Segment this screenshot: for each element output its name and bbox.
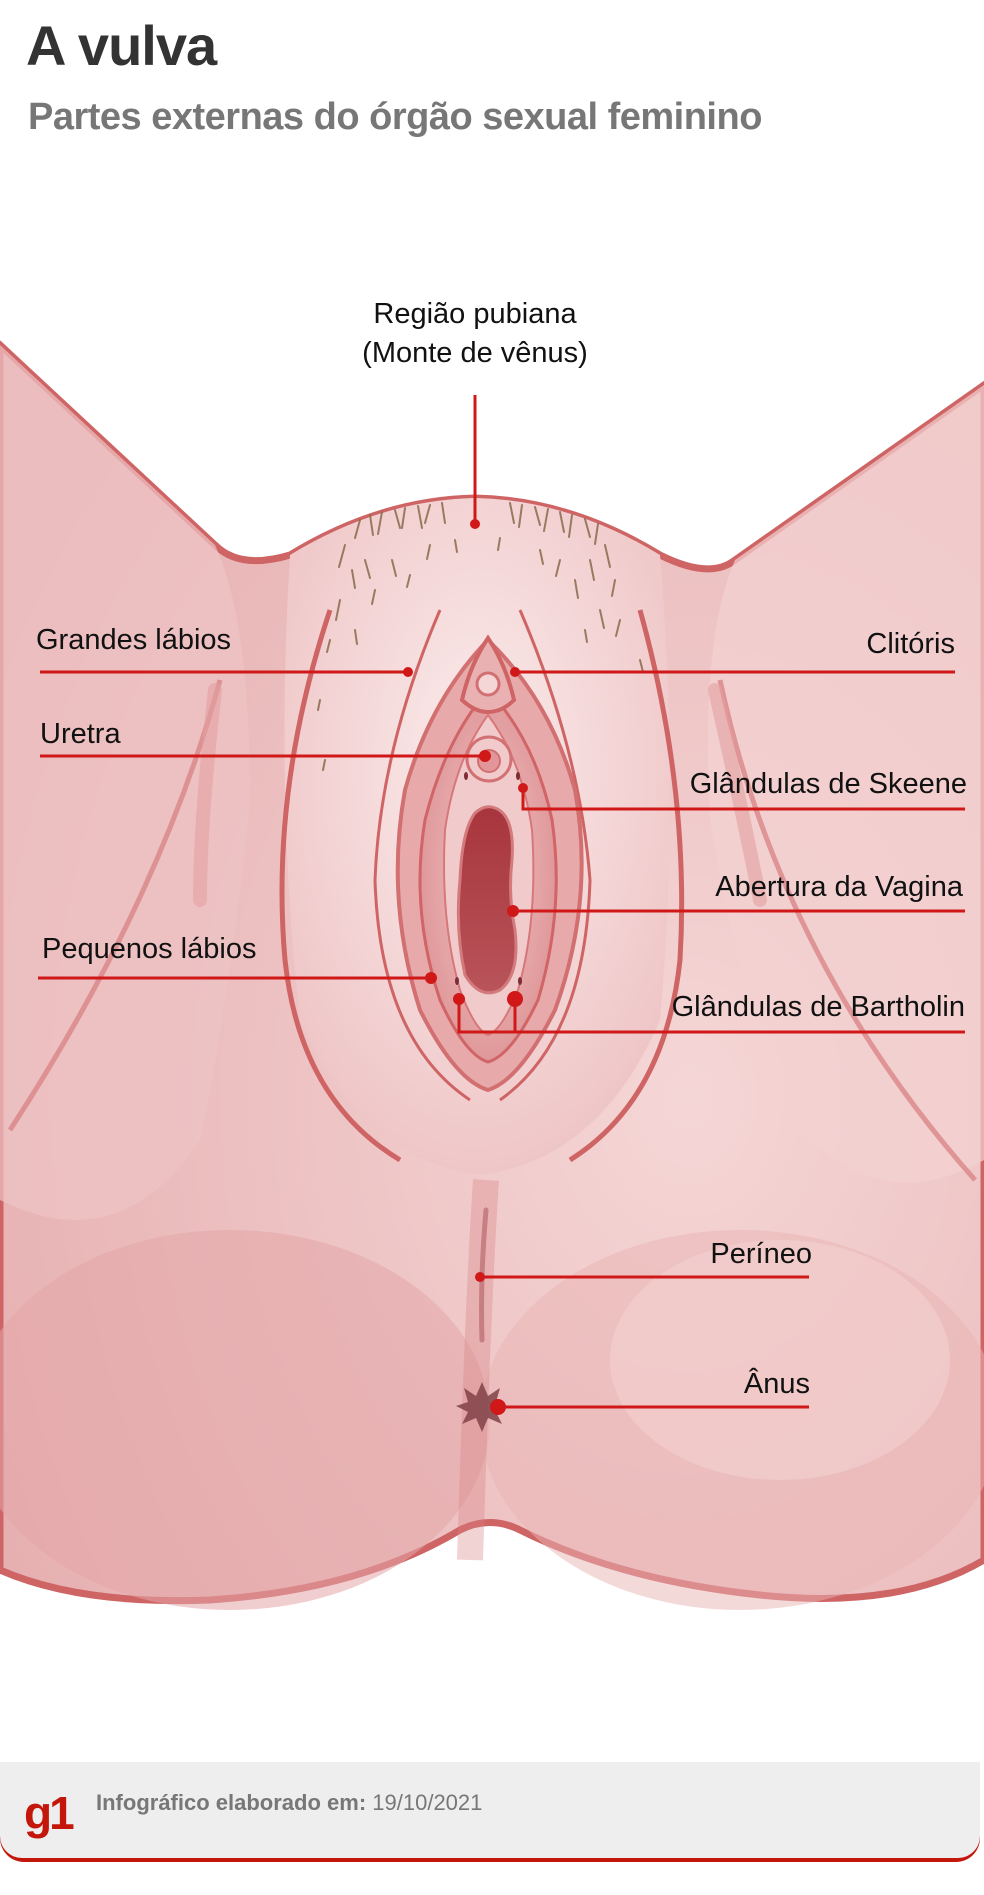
label-perineo: Períneo bbox=[710, 1238, 812, 1270]
leader-lines bbox=[38, 395, 965, 1409]
footer: g1 Infográfico elaborado em: 19/10/2021 bbox=[0, 1762, 984, 1877]
credit-label: Infográfico elaborado em: bbox=[96, 1790, 367, 1815]
label-glandulas-bartholin: Glândulas de Bartholin bbox=[671, 991, 965, 1023]
label-clitoris: Clitóris bbox=[866, 628, 955, 660]
label-regiao-pubiana-line2: (Monte de vênus) bbox=[362, 337, 588, 369]
label-pequenos-labios: Pequenos lábios bbox=[42, 933, 257, 965]
label-uretra: Uretra bbox=[40, 718, 121, 750]
anus-shape bbox=[456, 1382, 508, 1432]
leader-dots bbox=[403, 519, 528, 1415]
credit-date: 19/10/2021 bbox=[372, 1790, 483, 1815]
label-grandes-labios: Grandes lábios bbox=[36, 624, 232, 656]
label-regiao-pubiana-line1: Região pubiana bbox=[373, 298, 577, 330]
credit-line: Infográfico elaborado em: 19/10/2021 bbox=[96, 1792, 482, 1814]
label-abertura-vagina: Abertura da Vagina bbox=[715, 871, 963, 903]
label-anus: Ânus bbox=[743, 1368, 810, 1400]
page-subtitle: Partes externas do órgão sexual feminino bbox=[28, 96, 762, 138]
label-glandulas-skeene: Glândulas de Skeene bbox=[689, 768, 967, 800]
pubic-hair bbox=[317, 502, 644, 771]
footer-card: g1 Infográfico elaborado em: 19/10/2021 bbox=[0, 1762, 980, 1858]
label-regiao-pubiana: Região pubiana (Monte de vênus) bbox=[0, 300, 950, 368]
g1-logo: g1 bbox=[24, 1787, 75, 1839]
page-title: A vulva bbox=[26, 14, 217, 77]
